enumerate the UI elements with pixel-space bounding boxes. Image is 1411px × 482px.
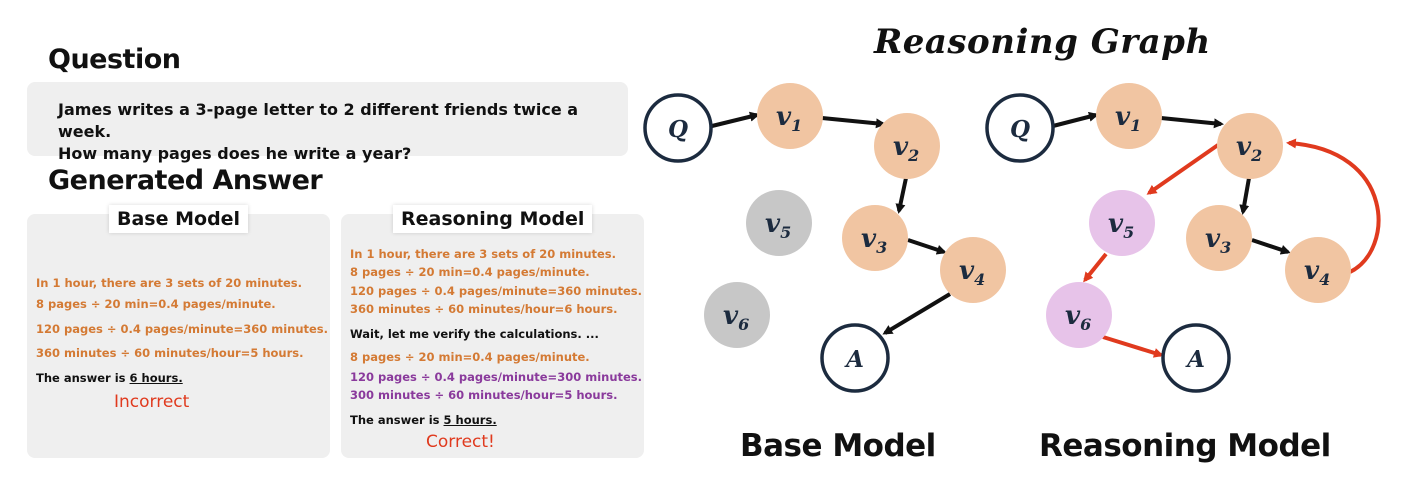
question-text: James writes a 3-page letter to 2 differ… bbox=[58, 99, 618, 165]
reasoning-edge-v2-v3 bbox=[1239, 177, 1251, 215]
reasoning-line-4: 360 minutes ÷ 60 minutes/hour=6 hours. bbox=[350, 302, 618, 316]
reasoning-node-v6-label: v6 bbox=[1065, 301, 1091, 334]
reasoning-line-2: 8 pages ÷ 20 min=0.4 pages/minute. bbox=[350, 265, 590, 279]
base-edge-v2-v3 bbox=[895, 177, 908, 214]
reasoning-node-a-label: A bbox=[1185, 346, 1205, 373]
reasoning-node-v2 bbox=[1217, 113, 1283, 179]
reasoning-verify-line: Wait, let me verify the calculations. ..… bbox=[350, 327, 599, 341]
base-node-a-label: A bbox=[844, 346, 864, 373]
reasoning-node-v1 bbox=[1096, 83, 1162, 149]
reasoning-final-value: 5 hours. bbox=[443, 413, 497, 427]
base-edge-q-v1 bbox=[711, 111, 760, 128]
base-node-v3-label: v3 bbox=[861, 224, 887, 257]
generated-answer-heading: Generated Answer bbox=[48, 165, 323, 196]
base-final-value: 6 hours. bbox=[129, 371, 183, 385]
reasoning-edge-v1-v2 bbox=[1160, 116, 1224, 129]
base-final-answer: The answer is 6 hours. bbox=[36, 371, 183, 385]
reasoning-node-v5-label: v5 bbox=[1108, 209, 1134, 242]
reasoning-node-v2-label: v2 bbox=[1236, 132, 1262, 165]
base-verdict: Incorrect bbox=[114, 392, 190, 412]
graph-reasoning-model-label: Reasoning Model bbox=[1039, 428, 1331, 464]
base-final-prefix: The answer is bbox=[36, 371, 126, 385]
reasoning-verify-line-1: 8 pages ÷ 20 min=0.4 pages/minute. bbox=[350, 350, 590, 364]
question-heading: Question bbox=[48, 44, 181, 75]
reasoning-node-q-label: Q bbox=[1010, 116, 1030, 143]
base-node-v6-label: v6 bbox=[723, 301, 749, 334]
reasoning-node-v3 bbox=[1186, 205, 1252, 271]
base-node-v5-label: v5 bbox=[765, 209, 791, 242]
reasoning-verify-line-2: 120 pages ÷ 0.4 pages/minute=300 minutes… bbox=[350, 370, 643, 384]
base-edge-v3-v4 bbox=[907, 238, 947, 255]
reasoning-edge-v3-v4 bbox=[1251, 238, 1291, 255]
reasoning-edge-v6-a bbox=[1102, 335, 1164, 358]
reasoning-edge-q-v1 bbox=[1052, 111, 1099, 128]
base-node-q-label: Q bbox=[668, 116, 688, 143]
base-node-a bbox=[820, 323, 890, 393]
base-node-v1 bbox=[757, 83, 823, 149]
reasoning-edge-v5-v6 bbox=[1083, 252, 1108, 283]
base-line-1: In 1 hour, there are 3 sets of 20 minute… bbox=[36, 276, 303, 290]
base-edge-v4-a bbox=[882, 292, 952, 335]
base-node-v2-label: v2 bbox=[893, 132, 919, 165]
reasoning-node-v3-label: v3 bbox=[1205, 224, 1231, 257]
reasoning-graph: Q v1 v2 v3 v4 v5 v6 A bbox=[985, 83, 1381, 393]
reasoning-model-panel-title: Reasoning Model bbox=[393, 205, 593, 233]
reasoning-verify-line-3: 300 minutes ÷ 60 minutes/hour=5 hours. bbox=[350, 388, 618, 402]
base-node-v4 bbox=[940, 237, 1006, 303]
base-node-v4-label: v4 bbox=[959, 256, 985, 289]
base-line-2: 8 pages ÷ 20 min=0.4 pages/minute. bbox=[36, 297, 276, 311]
question-line-2: How many pages does he write a year? bbox=[58, 144, 412, 163]
reasoning-node-v4-label: v4 bbox=[1304, 256, 1330, 289]
reasoning-model-panel bbox=[341, 214, 644, 458]
reasoning-line-1: In 1 hour, there are 3 sets of 20 minute… bbox=[350, 247, 617, 261]
question-line-1: James writes a 3-page letter to 2 differ… bbox=[58, 100, 579, 141]
reasoning-verdict: Correct! bbox=[426, 432, 495, 452]
base-graph: Q v1 v2 v3 v4 v5 v6 A bbox=[643, 83, 1006, 393]
reasoning-line-3: 120 pages ÷ 0.4 pages/minute=360 minutes… bbox=[350, 284, 643, 298]
base-node-v6 bbox=[704, 282, 770, 348]
reasoning-edge-v2-v5 bbox=[1146, 143, 1220, 195]
reasoning-node-q bbox=[985, 93, 1055, 163]
reasoning-node-v5 bbox=[1089, 190, 1155, 256]
reasoning-final-answer: The answer is 5 hours. bbox=[350, 413, 497, 427]
base-line-4: 360 minutes ÷ 60 minutes/hour=5 hours. bbox=[36, 346, 304, 360]
graph-title: Reasoning Graph bbox=[874, 22, 1211, 62]
base-node-v2 bbox=[874, 113, 940, 179]
reasoning-node-v1-label: v1 bbox=[1115, 102, 1141, 135]
reasoning-node-v4 bbox=[1285, 237, 1351, 303]
base-model-panel-title: Base Model bbox=[109, 205, 249, 233]
reasoning-node-v6 bbox=[1046, 282, 1112, 348]
base-model-panel bbox=[27, 214, 330, 458]
base-node-q bbox=[643, 93, 713, 163]
base-node-v1-label: v1 bbox=[776, 102, 802, 135]
question-box bbox=[27, 82, 628, 156]
graph-base-model-label: Base Model bbox=[740, 428, 936, 464]
base-edge-v1-v2 bbox=[821, 116, 886, 129]
reasoning-edge-v4-v2-loop bbox=[1286, 138, 1381, 274]
base-node-v5 bbox=[746, 190, 812, 256]
base-node-v3 bbox=[842, 205, 908, 271]
reasoning-node-a bbox=[1161, 323, 1231, 393]
reasoning-final-prefix: The answer is bbox=[350, 413, 440, 427]
base-line-3: 120 pages ÷ 0.4 pages/minute=360 minutes… bbox=[36, 322, 329, 336]
